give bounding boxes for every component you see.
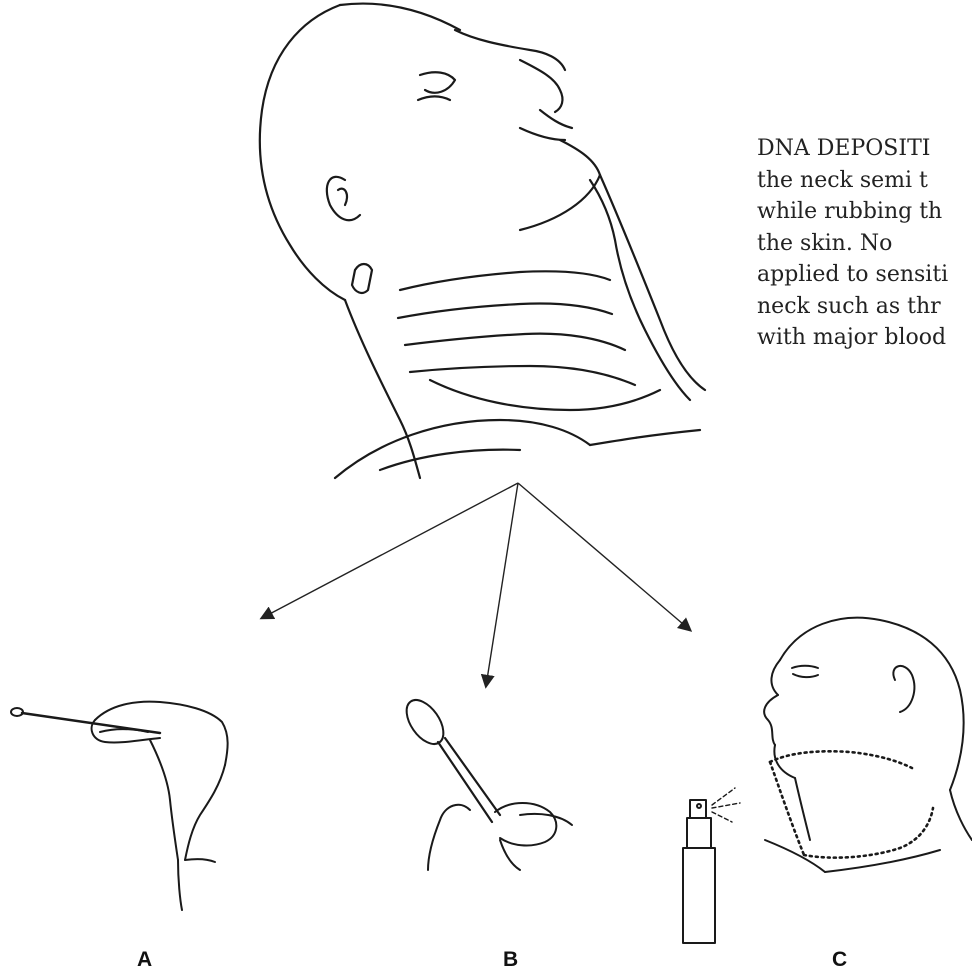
- label-a: A: [137, 948, 152, 972]
- caption-line: DNA DEPOSITI: [757, 133, 972, 165]
- head-neck-illustration: [260, 4, 705, 478]
- arrows: [262, 483, 690, 686]
- caption-line: with major blood: [757, 322, 972, 354]
- caption-line: while rubbing th: [757, 196, 972, 228]
- caption-line: neck such as thr: [757, 291, 972, 323]
- caption-text: DNA DEPOSITI the neck semi t while rubbi…: [757, 133, 972, 393]
- caption-line: applied to sensiti: [757, 259, 972, 291]
- swab-a-illustration: [11, 702, 228, 910]
- arrow-to-a: [262, 483, 518, 618]
- arrow-to-c: [518, 483, 690, 630]
- swab-b-illustration: [399, 693, 572, 870]
- label-b: B: [503, 948, 518, 972]
- spray-c-illustration: [683, 618, 972, 943]
- arrow-to-b: [486, 483, 518, 686]
- caption-line: the neck semi t: [757, 165, 972, 197]
- caption-line: the skin. No: [757, 228, 972, 260]
- label-c: C: [832, 948, 847, 972]
